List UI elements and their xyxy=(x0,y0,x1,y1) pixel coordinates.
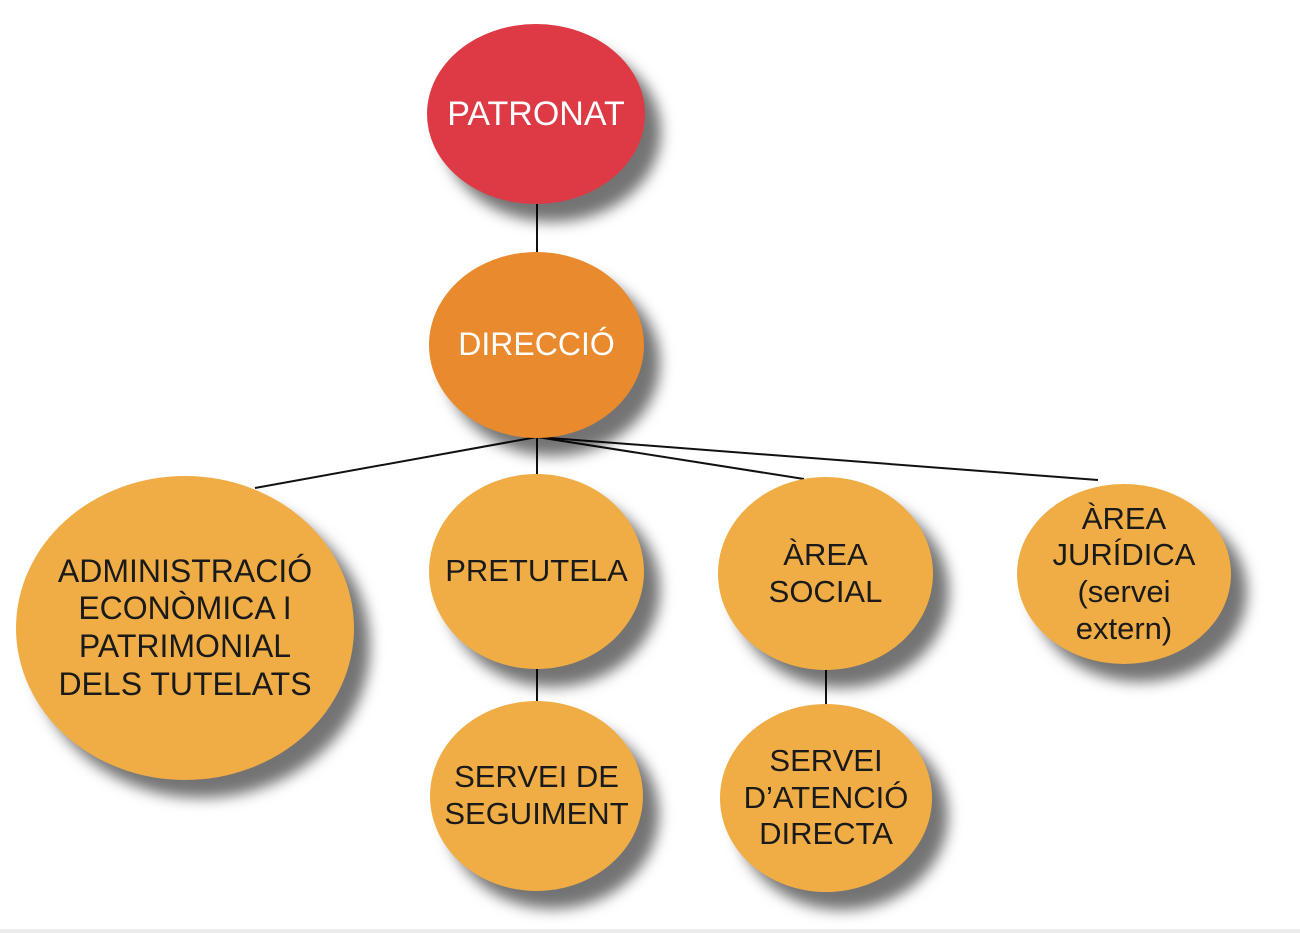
edge-direccio-social xyxy=(536,436,805,480)
edge-direccio-juridica xyxy=(536,436,1099,481)
node-servei-atencio: SERVEI D’ATENCIÓ DIRECTA xyxy=(720,704,932,892)
node-servei-atencio-label: SERVEI D’ATENCIÓ DIRECTA xyxy=(743,743,909,852)
node-area-juridica-label: ÀREA JURÍDICA (servei extern) xyxy=(1052,500,1196,646)
bottom-divider xyxy=(0,929,1300,933)
node-area-social: ÀREA SOCIAL xyxy=(718,477,933,670)
node-area-juridica: ÀREA JURÍDICA (servei extern) xyxy=(1017,484,1231,664)
node-pretutela-label: PRETUTELA xyxy=(445,553,628,589)
node-area-social-label: ÀREA SOCIAL xyxy=(768,536,883,609)
node-patronat-label: PATRONAT xyxy=(447,94,625,133)
edge-direccio-admin xyxy=(254,436,538,489)
node-patronat: PATRONAT xyxy=(427,24,645,204)
node-administracio-label: ADMINISTRACIÓ ECONÒMICA I PATRIMONIAL DE… xyxy=(57,552,313,702)
node-servei-seguiment-label: SERVEI DE SEGUIMENT xyxy=(444,759,629,831)
node-administracio: ADMINISTRACIÓ ECONÒMICA I PATRIMONIAL DE… xyxy=(16,476,354,780)
node-direccio-label: DIRECCIÓ xyxy=(458,326,615,363)
node-servei-seguiment: SERVEI DE SEGUIMENT xyxy=(430,701,643,891)
node-pretutela: PRETUTELA xyxy=(429,474,644,669)
node-direccio: DIRECCIÓ xyxy=(429,252,644,438)
